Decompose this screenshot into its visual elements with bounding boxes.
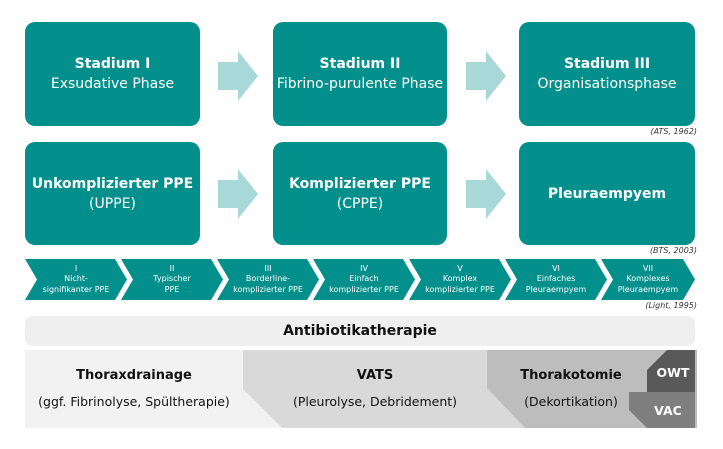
class-line2: signifikanter PPE bbox=[42, 284, 110, 294]
class-line1: Komplexes bbox=[626, 274, 670, 284]
stage-box-ats-3: Stadium III Organisationsphase bbox=[519, 22, 695, 126]
chevron-class-5 bbox=[409, 259, 511, 300]
stage-box-ats-1: Stadium I Exsudative Phase bbox=[25, 22, 200, 126]
owt-label: OWT bbox=[656, 364, 690, 380]
chevron-label-2: II Typischer PPE bbox=[127, 259, 217, 300]
therapy-subtitle: (ggf. Fibrinolyse, Spültherapie) bbox=[38, 394, 230, 409]
class-line2: komplizierter PPE bbox=[425, 284, 495, 294]
arrow-right-icon bbox=[218, 51, 258, 101]
chevron-label-6: VI Einfaches Pleuraempyem bbox=[511, 259, 601, 300]
therapy-title: Thoraxdrainage bbox=[76, 368, 192, 383]
stage-title: Stadium III bbox=[563, 56, 651, 72]
class-line2: komplizierter PPE bbox=[233, 284, 303, 294]
stage-box-bts-1: Unkomplizierter PPE (UPPE) bbox=[25, 142, 200, 245]
arrow-right-icon bbox=[466, 169, 506, 219]
stage-box-bts-3: Pleuraempyem bbox=[519, 142, 695, 245]
therapy-thorakotomie: Thorakotomie (Dekortikation) bbox=[512, 350, 630, 428]
therapy-bands bbox=[25, 350, 697, 428]
chevron-class-4 bbox=[313, 259, 415, 300]
chevron-label-4: IV Einfach komplizierter PPE bbox=[319, 259, 409, 300]
class-line2: Pleuraempyem bbox=[617, 284, 679, 294]
class-line2: komplizierter PPE bbox=[329, 284, 399, 294]
class-line1: Borderline- bbox=[245, 274, 291, 284]
stage-subtitle: (UPPE) bbox=[89, 195, 136, 212]
therapy-subtitle: (Pleurolyse, Debridement) bbox=[292, 394, 458, 409]
class-line1: Einfaches bbox=[536, 274, 576, 284]
stage-title: Stadium II bbox=[319, 56, 401, 72]
stage-subtitle: (CPPE) bbox=[336, 195, 384, 212]
stage-title: Unkomplizierter PPE bbox=[31, 175, 194, 192]
chevron-class-1 bbox=[25, 259, 127, 300]
therapy-title: Thorakotomie bbox=[520, 368, 622, 383]
class-numeral: II bbox=[169, 263, 175, 273]
therapy-thoraxdrainage: Thoraxdrainage (ggf. Fibrinolyse, Spülth… bbox=[25, 350, 243, 428]
chevron-label-1: I Nicht- signifikanter PPE bbox=[31, 259, 121, 300]
stage-title: Komplizierter PPE bbox=[289, 175, 431, 192]
chevron-class-3 bbox=[217, 259, 319, 300]
band-owt bbox=[647, 350, 695, 392]
chevron-class-6 bbox=[505, 259, 607, 300]
class-line2: PPE bbox=[164, 284, 180, 294]
stage-subtitle: Fibrino-purulente Phase bbox=[276, 76, 444, 92]
class-numeral: III bbox=[264, 263, 272, 273]
arrow-right-icon bbox=[466, 51, 506, 101]
stage-box-bts-2: Komplizierter PPE (CPPE) bbox=[273, 142, 447, 245]
therapy-subtitle: (Dekortikation) bbox=[524, 394, 618, 409]
class-line1: Einfach bbox=[349, 274, 379, 284]
vac-label: VAC bbox=[654, 402, 682, 418]
therapy-vats: VATS (Pleurolyse, Debridement) bbox=[270, 350, 480, 428]
arrow-right-icon bbox=[218, 169, 258, 219]
class-numeral: V bbox=[457, 263, 463, 273]
stage-box-ats-2: Stadium II Fibrino-purulente Phase bbox=[273, 22, 447, 126]
citation-bts: (BTS, 2003) bbox=[649, 246, 697, 255]
chevron-label-7: VII Komplexes Pleuraempyem bbox=[603, 259, 693, 300]
chevron-label-3: III Borderline- komplizierter PPE bbox=[223, 259, 313, 300]
citation-ats: (ATS, 1962) bbox=[650, 127, 697, 136]
stage-title: Stadium I bbox=[74, 56, 151, 72]
therapy-title: VATS bbox=[356, 368, 394, 383]
class-line1: Typischer bbox=[153, 274, 191, 284]
class-line1: Komplex bbox=[442, 274, 478, 284]
citation-light: (Light, 1995) bbox=[645, 301, 697, 310]
band-vac bbox=[629, 392, 695, 428]
class-numeral: IV bbox=[360, 263, 368, 273]
stage-subtitle: Exsudative Phase bbox=[50, 76, 175, 92]
chevron-label-5: V Komplex komplizierter PPE bbox=[415, 259, 505, 300]
class-line1: Nicht- bbox=[64, 274, 88, 284]
class-line2: Pleuraempyem bbox=[525, 284, 587, 294]
chevron-class-7 bbox=[601, 259, 695, 300]
stage-subtitle: Organisationsphase bbox=[537, 76, 677, 92]
chevron-class-2 bbox=[121, 259, 223, 300]
light-class-chevrons bbox=[25, 259, 695, 300]
stage-title: Pleuraempyem bbox=[547, 185, 667, 202]
antibiotic-therapy-bar: Antibiotikatherapie bbox=[25, 316, 695, 346]
class-numeral: I bbox=[74, 263, 78, 273]
class-numeral: VI bbox=[552, 263, 560, 273]
class-numeral: VII bbox=[642, 263, 654, 273]
